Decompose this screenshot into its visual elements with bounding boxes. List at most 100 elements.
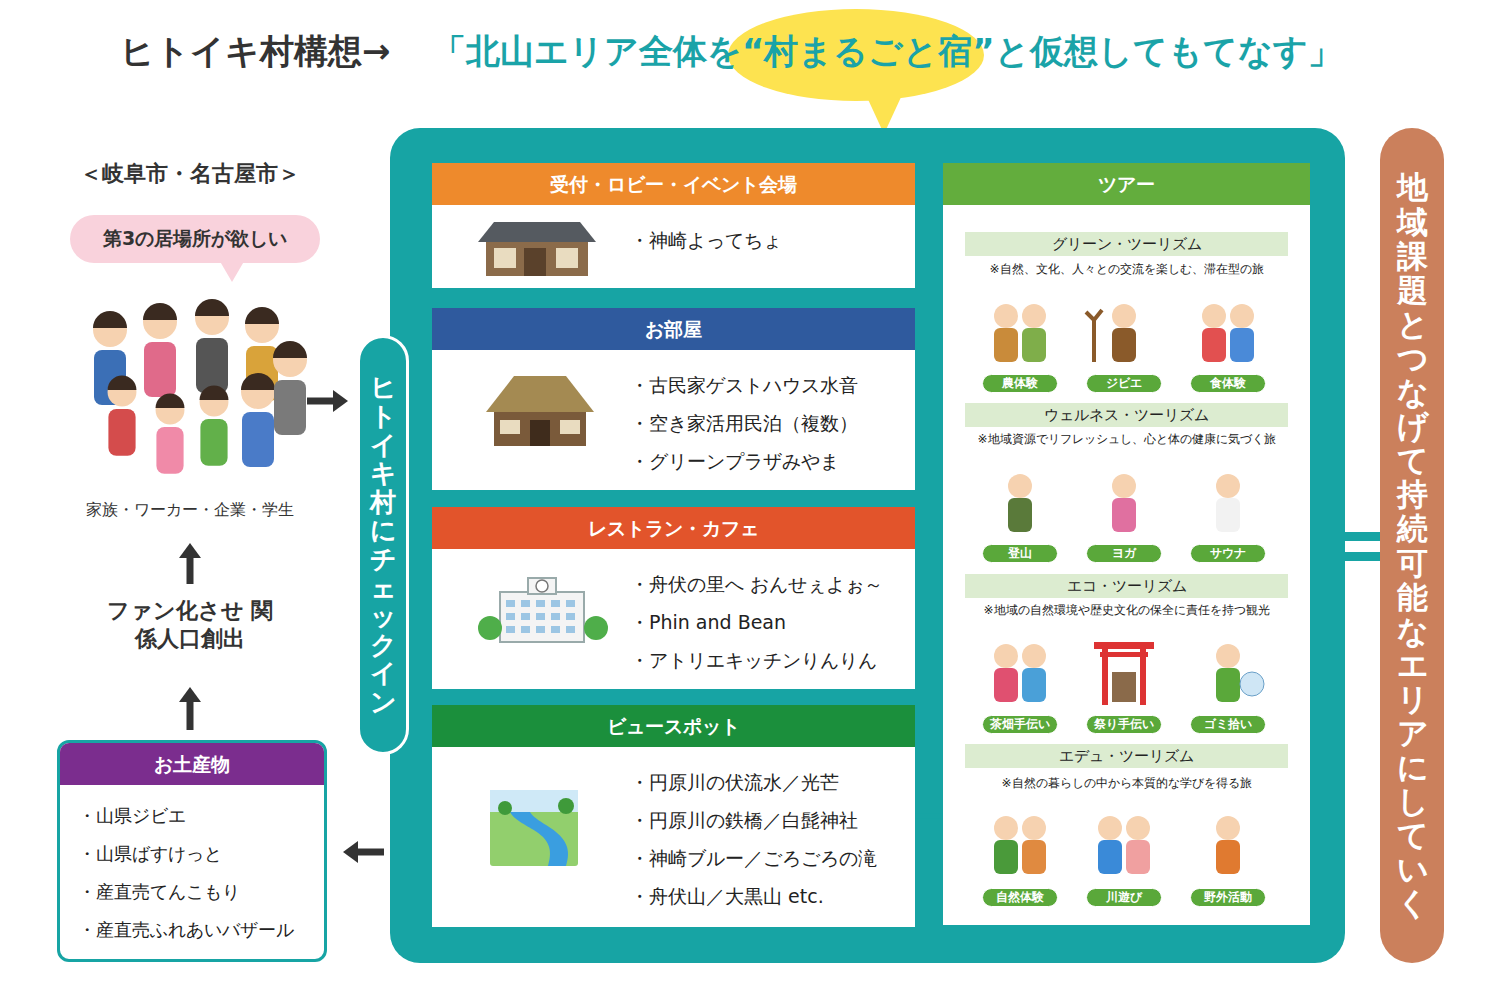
list-item: ・グリーンプラザみやま: [432, 442, 915, 480]
section-heading: 受付・ロビー・イベント会場: [432, 163, 915, 205]
activity-tag: ゴミ拾い: [1204, 716, 1252, 733]
tour-illustration: [1202, 304, 1254, 362]
arrow-head: [343, 841, 358, 863]
section-box: 受付・ロビー・イベント会場・神崎よってちょ: [432, 163, 915, 288]
activity-tag: 川遊び: [1106, 889, 1142, 906]
pill-box: 川遊び: [1086, 888, 1162, 907]
tour-illustration: [1216, 644, 1264, 702]
activity-tag: 自然体験: [996, 889, 1044, 906]
list-item: ・アトリエキッチンりんりん: [432, 641, 915, 679]
tour-illustration: [994, 304, 1046, 362]
tour-illustration: [994, 644, 1046, 702]
category-heading: ウェルネス・ツーリズム: [1044, 406, 1209, 425]
subtitle: 「北山エリア全体を“村まるごと宿”と仮想してもてなす」: [432, 30, 1342, 73]
arrow-head: [179, 687, 201, 702]
band-box: エデュ・ツーリズム: [965, 744, 1288, 768]
lobby-house-icon: [478, 222, 596, 276]
section-box: ビュースポット・円原川の伏流水／光芒・円原川の鉄橋／白髭神社・神崎ブルー／ごろご…: [432, 705, 915, 927]
connector-line: [915, 223, 943, 228]
pill-box: 農体験: [982, 374, 1058, 393]
list-item: ・産直売てんこもり: [60, 873, 324, 911]
band-box: グリーン・ツーリズム: [965, 232, 1288, 256]
tour-box: ツアーグリーン・ツーリズム農体験 ジビエ 食体験ウェルネス・ツーリズム登山 ヨガ サウナ…: [943, 163, 1310, 925]
vertical-caption: ヒトイキ村にチェックイン: [370, 373, 396, 716]
activity-tag: 食体験: [1210, 375, 1246, 392]
list-item: ・産直売ふれあいバザール: [60, 911, 324, 949]
section-box: お部屋・古民家ゲストハウス水音・空き家活用民泊（複数）・グリーンプラザみやま: [432, 308, 915, 490]
list-item: ・山県ジビエ: [60, 797, 324, 835]
landscape-icon: [490, 790, 578, 866]
arrow-shaft: [187, 556, 194, 584]
pill-box: サウナ: [1190, 544, 1266, 563]
section-heading: ツアー: [943, 163, 1310, 205]
arrow-head: [333, 390, 348, 412]
tour-illustration: [994, 816, 1046, 874]
pill-box: ヨガ: [1086, 544, 1162, 563]
list-item: ・神崎ブルー／ごろごろの滝: [432, 839, 915, 877]
bubble-box: 第3の居場所が欲しい: [70, 215, 320, 263]
pill-box: 祭り手伝い: [1086, 715, 1162, 734]
pill-box: 茶畑手伝い: [982, 715, 1058, 734]
list-item: ・古民家ゲストハウス水音: [432, 366, 915, 404]
activity-tag: ジビエ: [1106, 375, 1142, 392]
category-heading: エコ・ツーリズム: [1067, 577, 1187, 596]
thatched-house-icon: [486, 376, 594, 446]
connector-line: [671, 490, 676, 507]
category-note: ※地域の自然環境や歴史文化の保全に責任を持つ観光: [943, 603, 1310, 618]
person-figure: [200, 386, 229, 466]
activity-tag: 農体験: [1002, 375, 1038, 392]
tour-illustration: [1086, 304, 1136, 362]
tour-illustration: [1216, 474, 1240, 532]
activity-tag: サウナ: [1210, 545, 1246, 562]
section-heading: レストラン・カフェ: [432, 507, 915, 549]
section-heading: お土産物: [60, 743, 324, 785]
category-note: ※自然の暮らしの中から本質的な学びを得る旅: [943, 776, 1310, 791]
pill-box: ジビエ: [1086, 374, 1162, 393]
equals-bar: [1345, 532, 1381, 541]
list-item: ・円原川の伏流水／光芒: [432, 763, 915, 801]
person-figure: [273, 341, 307, 435]
list-item: ・Phin and Bean: [432, 603, 915, 641]
category-heading: グリーン・ツーリズム: [1052, 235, 1202, 254]
vertical-caption: 地域課題とつなげて持続可能なエリアにしていく: [1397, 170, 1428, 920]
region-label: ＜岐阜市・名古屋市＞: [40, 160, 340, 188]
list-item: ・舟伏の里へ おんせぇよぉ～: [432, 565, 915, 603]
pill-box: ゴミ拾い: [1190, 715, 1266, 734]
person-figure: [108, 376, 137, 456]
tour-illustration: [1112, 474, 1136, 532]
tour-illustration: [1098, 816, 1150, 874]
pill-box: 食体験: [1190, 374, 1266, 393]
page-title: ヒトイキ村構想→: [120, 30, 391, 73]
tour-illustration: [1094, 642, 1154, 705]
activity-tag: ヨガ: [1112, 545, 1136, 562]
equals-bar: [1345, 552, 1381, 561]
connector-line: [671, 689, 676, 705]
section-heading: ビュースポット: [432, 705, 915, 747]
activity-tag: 登山: [1008, 545, 1032, 562]
section-heading: お部屋: [432, 308, 915, 350]
arrow-shaft: [307, 398, 335, 405]
connector-line: [915, 814, 943, 819]
band-box: ウェルネス・ツーリズム: [965, 403, 1288, 427]
village-panel: [390, 128, 1345, 963]
category-heading: エデュ・ツーリズム: [1059, 747, 1194, 766]
list-item: ・円原川の鉄橋／白髭神社: [432, 801, 915, 839]
building-icon: [478, 578, 608, 642]
speech-text: 第3の居場所が欲しい: [103, 226, 287, 252]
vpill-box: ヒトイキ村にチェックイン: [357, 335, 409, 755]
people-illustration: [93, 299, 307, 474]
vpill-box: 地域課題とつなげて持続可能なエリアにしていく: [1380, 128, 1444, 963]
list-item: ・神崎よってちょ: [432, 221, 915, 259]
activity-tag: 野外活動: [1204, 889, 1252, 906]
activity-tag: 祭り手伝い: [1094, 716, 1154, 733]
pill-box: 自然体験: [982, 888, 1058, 907]
activity-tag: 茶畑手伝い: [990, 716, 1050, 733]
arrow-shaft: [356, 849, 384, 856]
person-figure: [195, 299, 229, 393]
pill-box: 登山: [982, 544, 1058, 563]
person-figure: [156, 394, 185, 474]
list-item: ・舟伏山／大黒山 etc.: [432, 877, 915, 915]
goal-caption: ファン化させ 関係人口創出: [105, 597, 275, 652]
category-note: ※地域資源でリフレッシュし、心と体の健康に気づく旅: [943, 432, 1310, 447]
person-figure: [143, 303, 177, 397]
